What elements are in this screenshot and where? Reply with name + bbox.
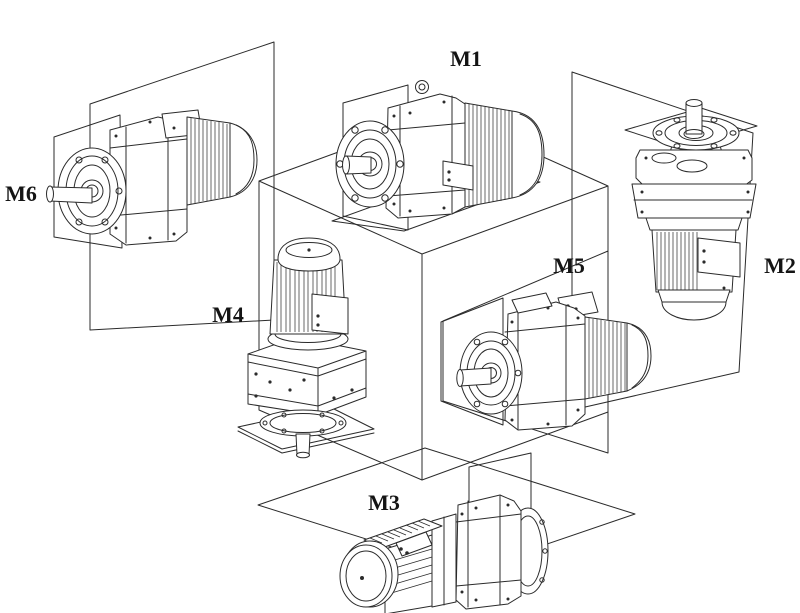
gearmotor-m2-illustration — [631, 99, 757, 321]
label-m3: M3 — [368, 490, 400, 515]
label-m4: M4 — [212, 302, 244, 327]
label-m6: M6 — [5, 181, 37, 206]
label-m5: M5 — [553, 253, 585, 278]
gearmotor-m4-illustration — [247, 237, 367, 459]
gearmotor-m1-illustration — [335, 80, 545, 219]
gearmotor-m5-illustration — [456, 291, 652, 431]
label-m2: M2 — [764, 253, 796, 278]
gearmotor-m3-illustration — [339, 494, 549, 613]
label-m1: M1 — [450, 46, 482, 71]
gearmotor-m6-illustration — [46, 109, 258, 246]
mounting-plane-m5 — [440, 250, 609, 454]
